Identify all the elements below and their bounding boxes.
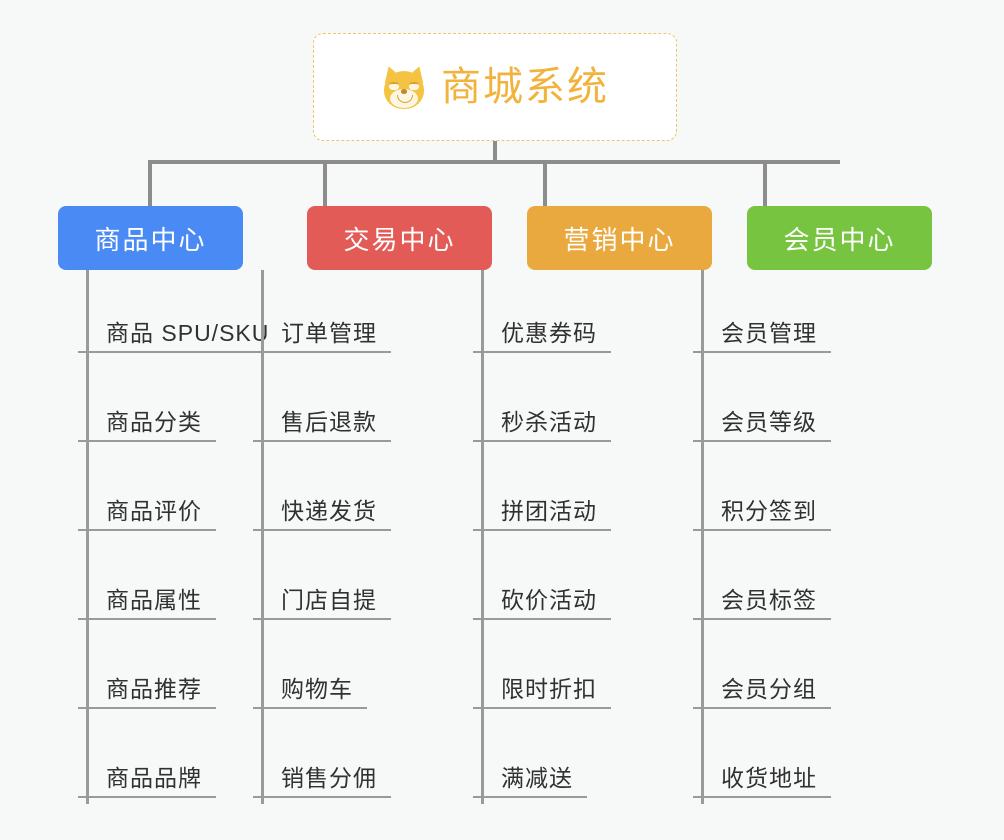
leaf-item[interactable]: 商品推荐 [72, 626, 283, 715]
leaf-item[interactable]: 购物车 [247, 626, 391, 715]
dog-face-icon [380, 63, 428, 111]
leaf-label: 销售分佣 [253, 765, 391, 798]
leaf-label: 门店自提 [253, 587, 391, 620]
leaf-label: 商品属性 [78, 587, 216, 620]
leaf-item[interactable]: 商品分类 [72, 359, 283, 448]
leaf-label: 商品推荐 [78, 676, 216, 709]
leaf-stem [261, 270, 264, 804]
leaf-item[interactable]: 快递发货 [247, 448, 391, 537]
leaf-label: 会员标签 [693, 587, 831, 620]
leaf-item[interactable]: 商品评价 [72, 448, 283, 537]
leaf-item[interactable]: 积分签到 [687, 448, 831, 537]
leaf-label: 商品品牌 [78, 765, 216, 798]
connector-drop-2 [323, 160, 327, 208]
leaf-item[interactable]: 满减送 [467, 715, 611, 804]
leaf-label: 商品分类 [78, 409, 216, 442]
leaf-item[interactable]: 拼团活动 [467, 448, 611, 537]
leaf-label: 商品评价 [78, 498, 216, 531]
leaf-item[interactable]: 砍价活动 [467, 537, 611, 626]
leaf-label: 拼团活动 [473, 498, 611, 531]
leaf-item[interactable]: 商品属性 [72, 537, 283, 626]
root-title: 商城系统 [441, 65, 609, 109]
category-label: 营销中心 [563, 224, 676, 255]
leaf-label: 售后退款 [253, 409, 391, 442]
leaf-column-1: 商品 SPU/SKU 商品分类商品评价商品属性商品推荐商品品牌 [72, 270, 284, 804]
leaf-label: 优惠券码 [473, 320, 611, 353]
leaf-label: 满减送 [473, 765, 587, 798]
leaf-stem [701, 270, 704, 804]
leaf-item[interactable]: 会员管理 [687, 270, 831, 359]
connector-drop-1 [148, 160, 152, 208]
leaf-item[interactable]: 售后退款 [247, 359, 391, 448]
leaf-item[interactable]: 销售分佣 [247, 715, 391, 804]
category-box-2[interactable]: 交易中心 [307, 206, 492, 270]
leaf-item[interactable]: 限时折扣 [467, 626, 611, 715]
leaf-label: 快递发货 [253, 498, 391, 531]
leaf-label: 购物车 [253, 676, 367, 709]
leaf-label: 会员等级 [693, 409, 831, 442]
leaf-label: 收货地址 [693, 765, 831, 798]
leaf-item[interactable]: 会员分组 [687, 626, 831, 715]
leaf-label: 秒杀活动 [473, 409, 611, 442]
leaf-label: 订单管理 [253, 320, 391, 353]
leaf-item[interactable]: 商品 SPU/SKU [72, 270, 284, 359]
connector-root-stem [493, 141, 497, 162]
category-box-4[interactable]: 会员中心 [747, 206, 932, 270]
category-box-1[interactable]: 商品中心 [58, 206, 243, 270]
leaf-label: 限时折扣 [473, 676, 611, 709]
connector-drop-4 [763, 160, 767, 208]
leaf-column-2: 订单管理售后退款快递发货门店自提购物车销售分佣 [247, 270, 391, 804]
leaf-item[interactable]: 优惠券码 [467, 270, 611, 359]
leaf-item[interactable]: 会员标签 [687, 537, 831, 626]
leaf-label: 积分签到 [693, 498, 831, 531]
leaf-label: 商品 SPU/SKU [78, 320, 284, 353]
leaf-item[interactable]: 秒杀活动 [467, 359, 611, 448]
leaf-item[interactable]: 商品品牌 [72, 715, 283, 804]
leaf-item[interactable]: 收货地址 [687, 715, 831, 804]
connector-drop-3 [543, 160, 547, 208]
connector-horizontal-bus [150, 160, 840, 164]
category-label: 商品中心 [94, 224, 207, 255]
leaf-item[interactable]: 会员等级 [687, 359, 831, 448]
root-node[interactable]: 商城系统 [313, 33, 677, 141]
leaf-label: 会员分组 [693, 676, 831, 709]
leaf-stem [481, 270, 484, 804]
leaf-column-3: 优惠券码秒杀活动拼团活动砍价活动限时折扣满减送 [467, 270, 611, 804]
leaf-stem [86, 270, 89, 804]
leaf-label: 会员管理 [693, 320, 831, 353]
category-label: 交易中心 [343, 224, 456, 255]
leaf-label: 砍价活动 [473, 587, 611, 620]
leaf-item[interactable]: 门店自提 [247, 537, 391, 626]
leaf-item[interactable]: 订单管理 [247, 270, 391, 359]
category-label: 会员中心 [783, 224, 896, 255]
leaf-column-4: 会员管理会员等级积分签到会员标签会员分组收货地址 [687, 270, 831, 804]
category-box-3[interactable]: 营销中心 [527, 206, 712, 270]
